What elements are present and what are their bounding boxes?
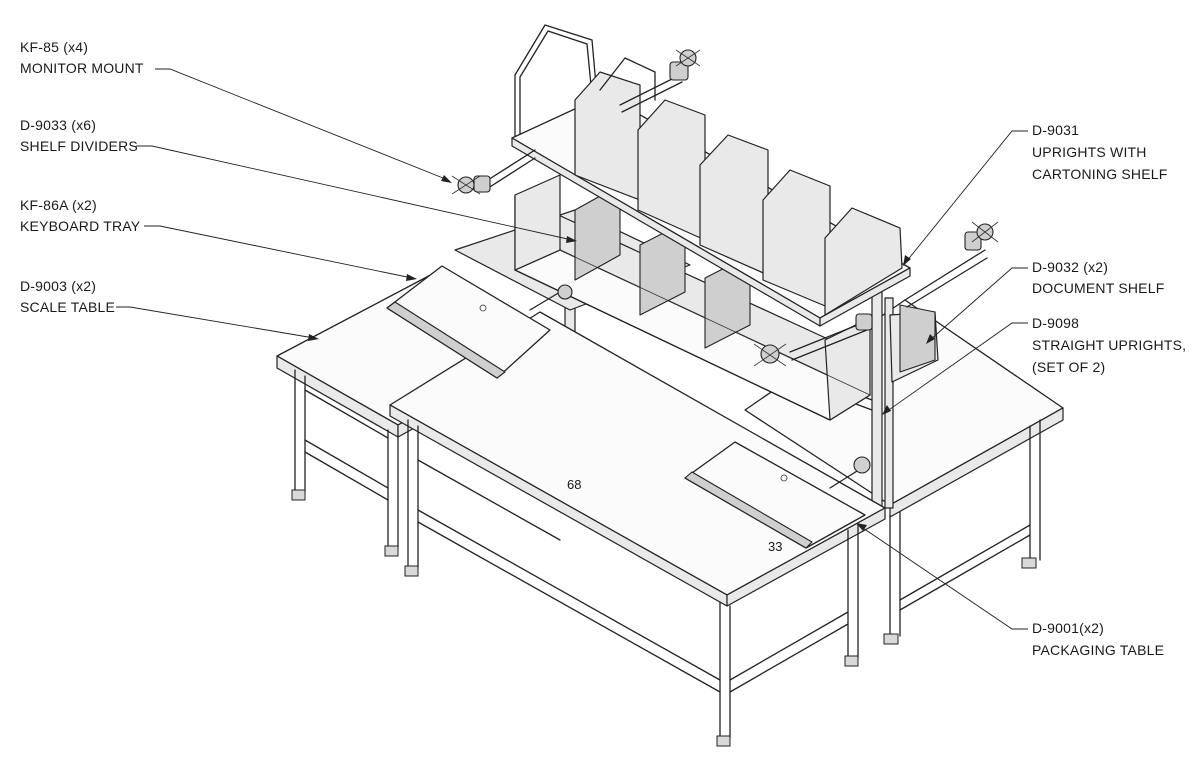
callout-document-shelf: D-9032 (x2) DOCUMENT SHELF [1032, 259, 1164, 296]
monitor-mount-front [753, 313, 873, 367]
callout-part: D-9098 [1032, 315, 1079, 331]
callout-desc-line2: (SET OF 2) [1032, 359, 1105, 375]
cartoning-shelf-lower [514, 174, 871, 421]
callout-desc: DOCUMENT SHELF [1032, 280, 1164, 296]
upper-shelf [511, 24, 911, 327]
callout-part: D-9001(x2) [1032, 620, 1104, 636]
keyboard-tray-right [684, 441, 871, 549]
monitor-mount-top [619, 49, 701, 113]
dimension-length: 68 [567, 477, 581, 492]
callout-desc: SCALE TABLE [20, 299, 115, 315]
keyboard-tray-left [386, 265, 573, 379]
monitor-mount-right [904, 221, 999, 308]
document-shelf [889, 304, 939, 383]
right-rear-table [744, 299, 1064, 645]
callout-desc-line2: CARTONING SHELF [1032, 166, 1168, 182]
callout-part: D-9033 (x6) [20, 117, 96, 133]
callout-desc: SHELF DIVIDERS [20, 138, 138, 154]
callout-part: D-9032 (x2) [1032, 259, 1108, 275]
callout-desc-line1: UPRIGHTS WITH [1032, 144, 1147, 160]
callout-straight-uprights: D-9098 STRAIGHT UPRIGHTS, (SET OF 2) [1032, 315, 1186, 375]
callout-shelf-dividers: D-9033 (x6) SHELF DIVIDERS [20, 117, 138, 154]
callout-part: KF-85 (x4) [20, 39, 88, 55]
callout-packaging-table: D-9001(x2) PACKAGING TABLE [1032, 620, 1164, 658]
dimension-depth: 33 [768, 539, 782, 554]
leader-lines [116, 68, 1028, 630]
callout-keyboard-tray: KF-86A (x2) KEYBOARD TRAY [20, 197, 141, 234]
callout-desc: PACKAGING TABLE [1032, 642, 1164, 658]
callout-desc: KEYBOARD TRAY [20, 218, 141, 234]
callout-desc-line1: STRAIGHT UPRIGHTS, [1032, 337, 1186, 353]
callout-monitor-mount: KF-85 (x4) MONITOR MOUNT [20, 39, 144, 76]
callout-uprights-cartoning: D-9031 UPRIGHTS WITH CARTONING SHELF [1032, 122, 1168, 182]
callout-part: D-9003 (x2) [20, 278, 96, 294]
callout-part: KF-86A (x2) [20, 197, 97, 213]
monitor-mount-left [451, 149, 536, 195]
callout-scale-table: D-9003 (x2) SCALE TABLE [20, 278, 115, 315]
callout-part: D-9031 [1032, 122, 1079, 138]
callout-desc: MONITOR MOUNT [20, 60, 144, 76]
